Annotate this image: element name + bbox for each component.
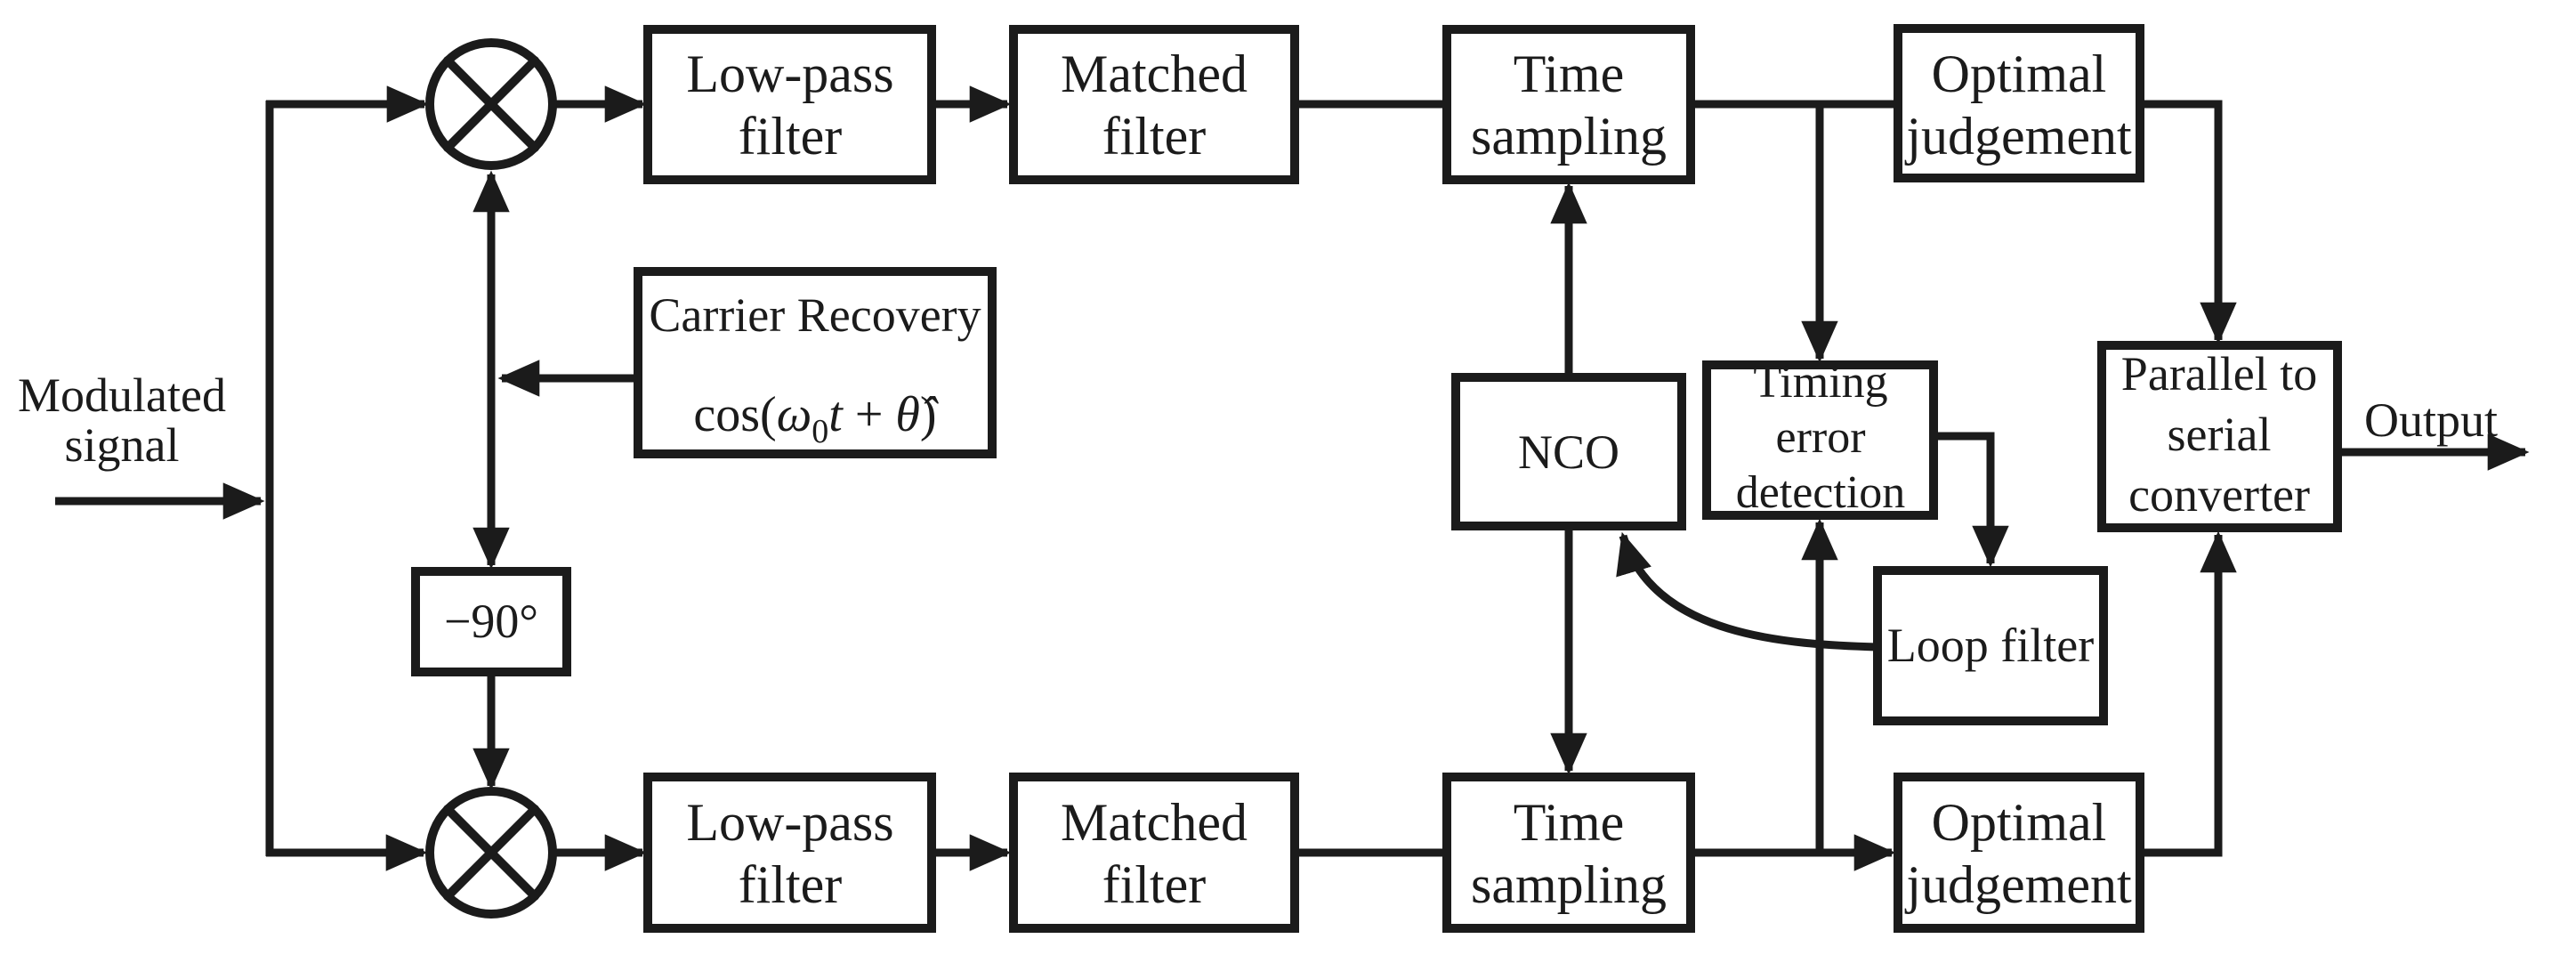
box-outline [2097, 341, 2342, 532]
box-label: sampling [1471, 855, 1667, 914]
wire-loop-filter-to-nco [1616, 531, 1878, 652]
input-label: Modulated signal [18, 368, 226, 472]
output-label: Output [2364, 393, 2498, 447]
box-outline [643, 773, 936, 933]
input-label-line: signal [65, 418, 180, 472]
box-carrier-recovery: Carrier Recovery cos(ω0t + θ̂) [634, 267, 997, 458]
input-label-line: Modulated [18, 368, 226, 422]
box-matched-filter-bottom: Matched filter [1009, 773, 1299, 933]
box-label: Matched [1061, 45, 1248, 103]
box-outline [1009, 25, 1299, 184]
box-outline [634, 267, 997, 458]
box-timing-error-detection: Timing error detection [1702, 357, 1938, 520]
box-outline [1894, 24, 2144, 182]
box-nco: NCO [1451, 373, 1686, 530]
box-label: NCO [1518, 425, 1619, 479]
box-optimal-judgement-bottom: Optimal judgement [1894, 773, 2144, 933]
box-outline [1442, 773, 1695, 933]
box-label: Optimal [1932, 45, 2107, 103]
box-label: Timing [1753, 357, 1887, 408]
box-label: Low-pass [686, 793, 893, 852]
box-outline [643, 25, 936, 184]
box-time-sampling-bottom: Time sampling [1442, 773, 1695, 933]
box-label: filter [1102, 855, 1207, 914]
box-label: detection [1736, 467, 1906, 518]
box-label: Optimal [1932, 793, 2107, 852]
carrier-formula: cos(ω0t + θ̂) [693, 387, 939, 450]
box-label: filter [739, 107, 843, 166]
box-time-sampling-top: Time sampling [1442, 25, 1695, 184]
box-label: Time [1514, 793, 1625, 852]
box-outline [411, 567, 571, 676]
box-label: Carrier Recovery [649, 288, 981, 342]
box-outline [1009, 773, 1299, 933]
box-label: Matched [1061, 793, 1248, 852]
box-outline [1702, 360, 1938, 520]
box-outline [1442, 25, 1695, 184]
box-label: Loop filter [1887, 619, 2094, 672]
box-outline [1873, 566, 2108, 725]
wire-judgement-bottom-to-p2s [2137, 530, 2237, 857]
multiplier-x-icon [443, 56, 539, 152]
mixer-top [425, 38, 557, 170]
box-label: judgement [1904, 107, 2132, 166]
box-label: Time [1514, 45, 1625, 103]
box-matched-filter-top: Matched filter [1009, 25, 1299, 184]
box-optimal-judgement-top: Optimal judgement [1894, 24, 2144, 182]
multiplier-x-icon [443, 805, 539, 901]
box-label: filter [1102, 107, 1207, 166]
box-label: serial [2168, 408, 2272, 461]
box-label: sampling [1471, 107, 1667, 166]
box-label: Parallel to [2121, 347, 2317, 401]
wire-judgement-top-to-p2s [2137, 100, 2237, 344]
box-parallel-to-serial-converter: Parallel to serial converter [2097, 341, 2342, 532]
wires [55, 85, 2530, 871]
box-outline [1894, 773, 2144, 933]
mixer-bottom [425, 787, 557, 919]
box-outline [1451, 373, 1686, 530]
box-low-pass-filter-bottom: Low-pass filter [643, 773, 936, 933]
box-label: Low-pass [686, 45, 893, 103]
box-label: filter [739, 855, 843, 914]
box-low-pass-filter-top: Low-pass filter [643, 25, 936, 184]
box-label: judgement [1904, 855, 2132, 914]
box-label: −90° [444, 595, 538, 648]
box-loop-filter: Loop filter [1873, 566, 2108, 725]
box-label: error [1775, 412, 1865, 463]
box-label: converter [2128, 468, 2310, 522]
wire-timing-error-to-loop-filter [1931, 432, 2009, 568]
box-phase-shift-90: −90° [411, 567, 571, 676]
